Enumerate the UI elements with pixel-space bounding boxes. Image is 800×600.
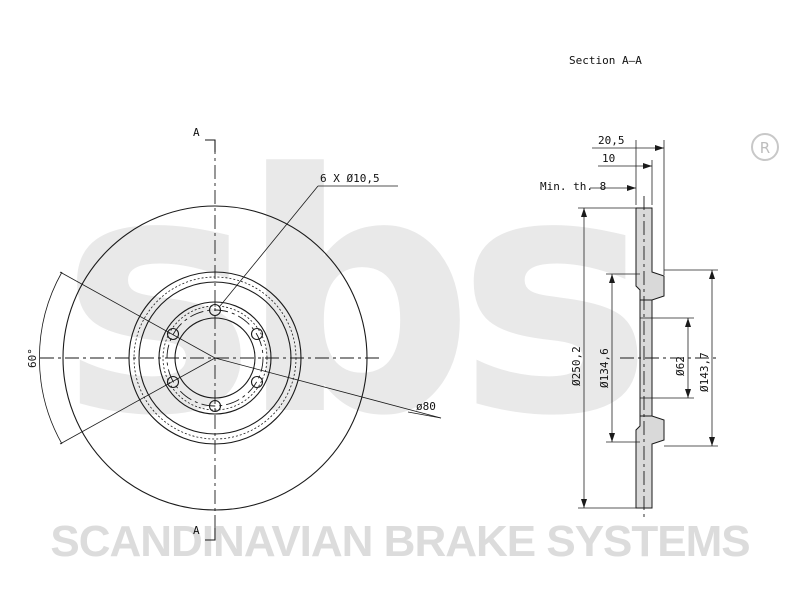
front-view [39,139,442,541]
section-marker-top [205,139,216,152]
section-profile-upper [635,207,665,301]
bolt-hole [208,399,222,413]
hub-outer-circle [158,301,272,415]
bolt-hole [208,303,222,317]
svg-text:sbs: sbs [60,104,642,488]
section-title: Section A–A [569,54,642,67]
angle-arc [39,271,63,445]
dimension-arrowheads [581,145,715,508]
dim-outer-diameter: Ø250,2 [570,346,583,386]
section-view [578,140,720,520]
company-name-watermark: SCANDINAVIAN BRAKE SYSTEMS [50,517,749,566]
sbs-logo-watermark: sbs [60,104,660,488]
hub-ring-hatch [162,305,268,411]
pitch-circle-label: ø80 [416,400,436,413]
hat-outer-circle [128,271,302,445]
min-thickness-label: Min. th. 8 [540,180,606,193]
dim-center-bore: Ø62 [674,356,687,376]
dim-total-width: 20,5 [598,134,625,147]
disc-outer-edge [62,205,368,511]
hat-ring-hatch [133,276,297,440]
angle-line-lower [59,357,216,445]
bolt-hole [250,375,264,389]
pitch-circle [166,309,264,407]
dim-hat-width: 10 [602,152,615,165]
hat-inner-circle [138,281,292,435]
angle-line-upper [59,271,216,359]
section-letter-top: A [193,126,200,139]
bolt-hole [166,327,180,341]
dim-hat-diameter: Ø134,6 [598,348,611,388]
pitch-leader-shelf [407,411,442,419]
angle-label: 60° [26,348,39,368]
pitch-leader [214,357,442,419]
bolt-hole [250,327,264,341]
section-letter-bottom: A [193,524,200,537]
bolt-leader [219,185,319,307]
registered-mark-icon: R [751,133,779,161]
bolt-hole [166,375,180,389]
dim-hat-outer-diameter: Ø143,7 [698,352,711,392]
svg-text:R: R [760,139,770,157]
bolt-holes-label: 6 X Ø10,5 [320,172,380,185]
center-bore [174,317,256,399]
section-marker-bottom [205,528,216,541]
section-profile-lower [635,415,665,509]
